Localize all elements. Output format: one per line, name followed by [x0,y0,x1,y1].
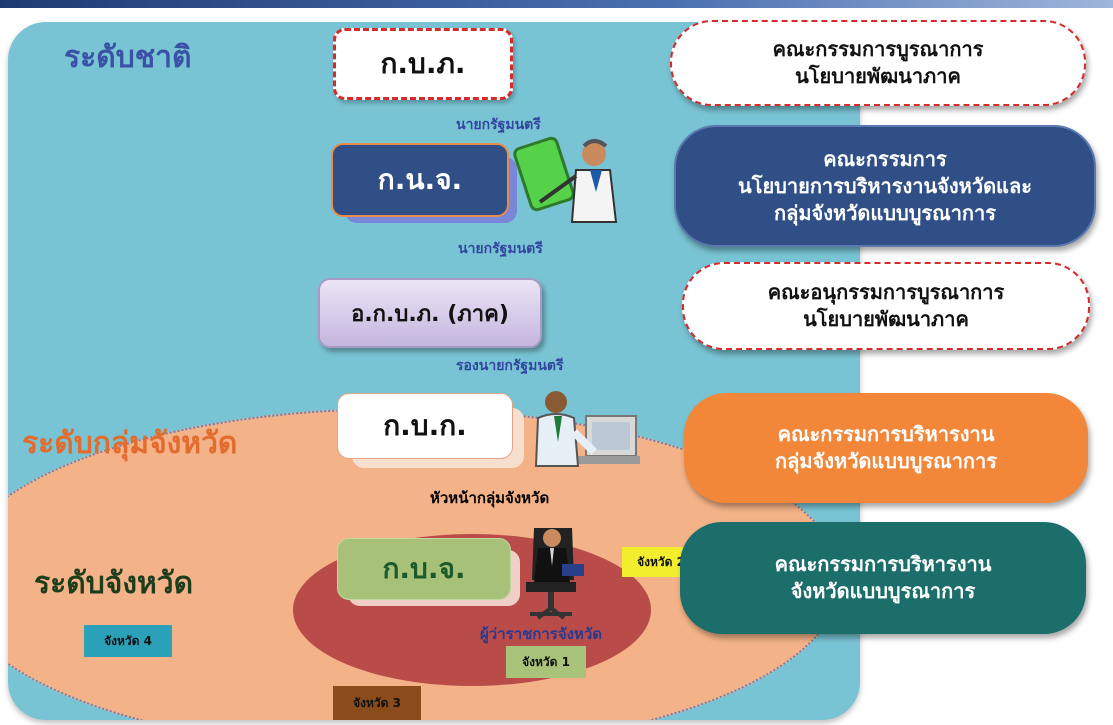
committee-2-line-3: กลุ่มจังหวัดแบบบูรณาการ [773,200,997,225]
committee-4-line-1: คณะกรรมการบริหารงาน [777,422,995,446]
kbk-box: ก.บ.ก. [337,393,513,459]
committee-1-line-1: คณะกรรมการบูรณาการ [772,37,984,61]
level-group-label: ระดับกลุ่มจังหวัด [22,426,238,461]
committee-4-line-2: กลุ่มจังหวัดแบบบูรณาการ [774,449,998,473]
level-province-label: ระดับจังหวัด [34,566,194,601]
prime-minister-caption-bottom: นายกรัฐมนตรี [458,241,543,257]
committee-2-line-2: นโยบายการบริหารงานจังหวัดและ [738,173,1032,198]
knj-box: ก.น.จ. [331,143,509,217]
presenter-clipart-icon [513,136,618,223]
committee-pill-3: คณะอนุกรรมการบูรณาการ นโยบายพัฒนาภาค [682,262,1090,350]
kbp-box: ก.บ.ภ. [333,28,513,100]
group-head-caption: หัวหน้ากลุ่มจังหวัด [430,489,550,507]
committee-3-line-2: นโยบายพัฒนาภาค [803,307,969,331]
deputy-pm-caption: รองนายกรัฐมนตรี [456,358,564,374]
kbj-box: ก.บ.จ. [337,538,511,600]
committee-5-line-1: คณะกรรมการบริหารงาน [774,552,992,576]
committee-2-line-1: คณะกรรมการ [823,146,947,171]
prime-minister-caption-top: นายกรัฐมนตรี [456,117,541,133]
committee-pill-5: คณะกรรมการบริหารงาน จังหวัดแบบบูรณาการ [680,522,1086,634]
committee-1-line-2: นโยบายพัฒนาภาค [795,64,961,88]
akbp-box: อ.ก.บ.ภ. (ภาค) [318,278,542,348]
committee-pill-2: คณะกรรมการ นโยบายการบริหารงานจังหวัดและ … [674,125,1096,247]
committee-pill-4: คณะกรรมการบริหารงาน กลุ่มจังหวัดแบบบูรณา… [684,393,1088,503]
committee-3-line-1: คณะอนุกรรมการบูรณาการ [767,280,1005,304]
province-3-tag: จังหวัด 3 [333,686,421,720]
office-worker-clipart-icon [534,391,640,467]
committee-pill-1: คณะกรรมการบูรณาการ นโยบายพัฒนาภาค [670,20,1086,106]
executive-chair-clipart-icon [526,528,584,620]
province-4-tag: จังหวัด 4 [84,625,172,657]
committee-5-line-2: จังหวัดแบบบูรณาการ [790,579,976,603]
governor-caption: ผู้ว่าราชการจังหวัด [480,625,603,643]
province-1-tag: จังหวัด 1 [506,646,586,678]
title-bar-strip [0,0,1113,8]
level-national-label: ระดับชาติ [64,40,192,75]
